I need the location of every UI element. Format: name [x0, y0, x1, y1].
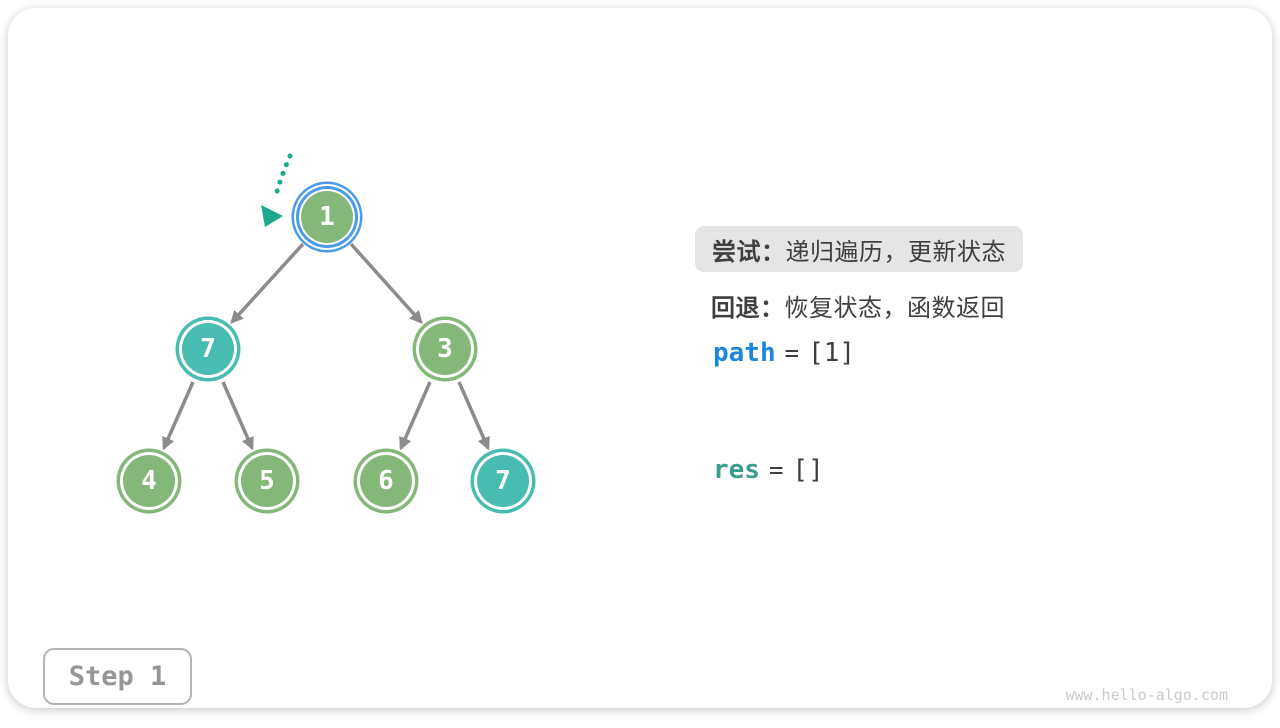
back-label: 回退： — [711, 294, 785, 322]
equals-sign: = — [768, 456, 784, 484]
tree-node-label: 3 — [437, 334, 453, 364]
current-pointer-arrow-icon — [261, 153, 293, 227]
step-badge-label: Step 1 — [68, 661, 167, 692]
tree-node-label: 7 — [200, 334, 216, 364]
tree-node: 7 — [182, 323, 234, 375]
back-text: 恢复状态，函数返回 — [784, 294, 1005, 322]
tree-node-label: 4 — [141, 466, 157, 496]
res-variable-name: res — [713, 455, 760, 485]
back-line: 回退：恢复状态，函数返回 — [711, 291, 1005, 322]
path-variable-name: path — [713, 338, 776, 368]
edge-7-4 — [162, 381, 195, 451]
tree-node-label: 6 — [378, 466, 394, 496]
tree-node: 7 — [477, 455, 529, 507]
tree-node: 3 — [419, 323, 471, 375]
tree-node: 5 — [241, 455, 293, 507]
figure-card: 1 7 3 4 5 6 7 尝试：递归遍历，更新状态 回退：恢复状态，函数返回 … — [8, 8, 1272, 708]
tree-node-label: 7 — [495, 466, 511, 496]
try-highlight-line: 尝试：递归遍历，更新状态 — [695, 226, 1023, 272]
path-variable-value: [1] — [808, 338, 856, 368]
tree-node-current: 1 — [301, 191, 353, 243]
edge-1-7 — [230, 242, 305, 324]
edge-7-5 — [221, 381, 254, 451]
res-variable-line: res = [] — [713, 455, 824, 485]
watermark: www.hello-algo.com — [1065, 686, 1228, 704]
res-variable-value: [] — [792, 455, 824, 485]
tree-node-label: 5 — [259, 466, 275, 496]
edge-3-7 — [457, 381, 490, 451]
path-variable-line: path = [1] — [713, 338, 855, 368]
tree-node: 4 — [123, 455, 175, 507]
tree-node-label: 1 — [319, 202, 335, 232]
try-text: 递归遍历，更新状态 — [785, 238, 1006, 266]
equals-sign: = — [784, 339, 800, 367]
edge-3-6 — [399, 381, 432, 451]
edge-1-3 — [349, 242, 423, 324]
step-badge: Step 1 — [43, 648, 192, 705]
tree-node: 6 — [360, 455, 412, 507]
try-label: 尝试： — [712, 238, 786, 266]
